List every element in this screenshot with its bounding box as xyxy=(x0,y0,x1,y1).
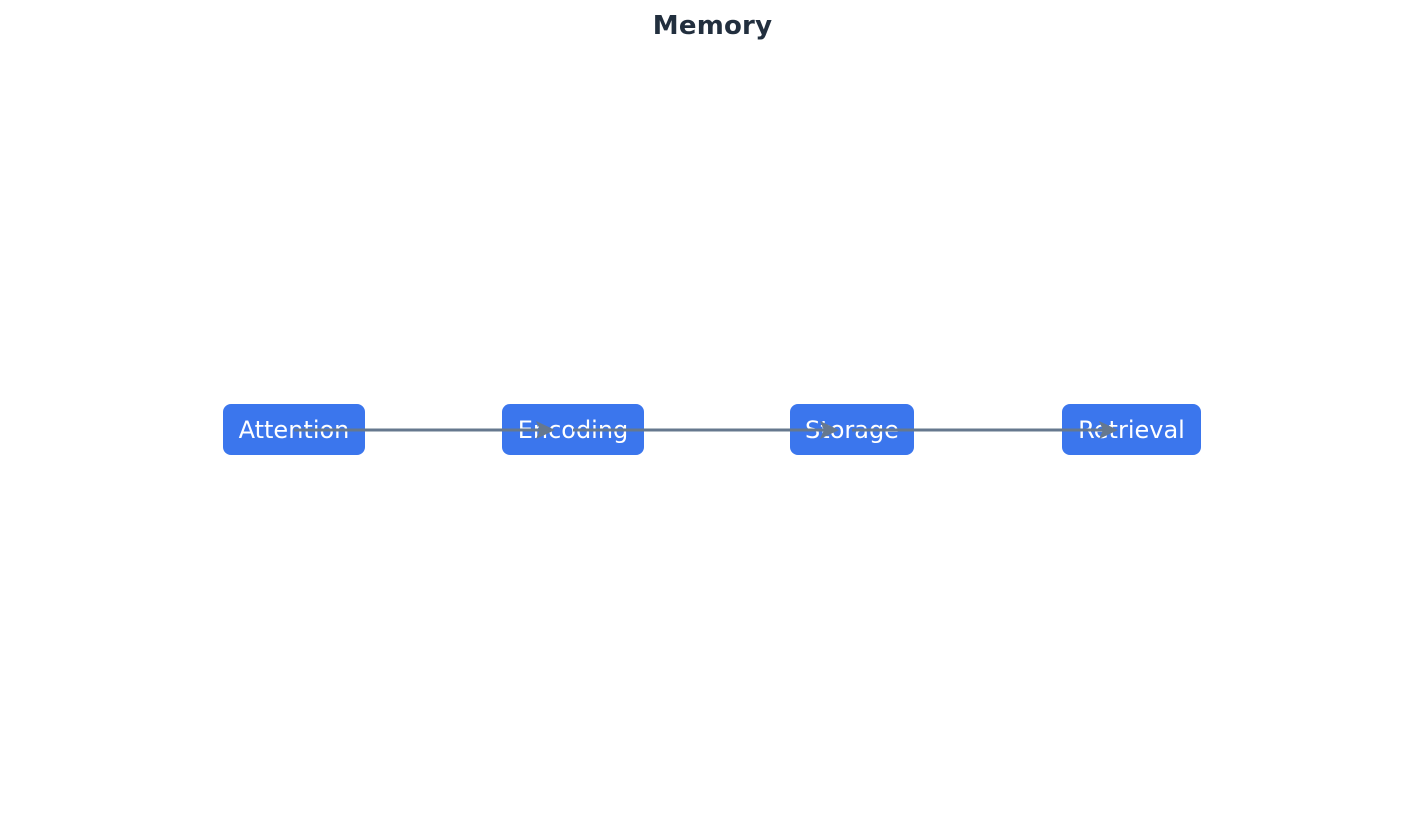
graph-node-retrieval[interactable]: Retrieval xyxy=(1062,404,1201,455)
graph-node-attention[interactable]: Attention xyxy=(223,404,365,455)
graph-node-label: Storage xyxy=(805,415,899,444)
page-title: Memory xyxy=(652,11,773,41)
graph-node-label: Encoding xyxy=(517,415,629,444)
graph-node-label: Attention xyxy=(238,415,350,444)
arrowheads-group xyxy=(294,421,1118,439)
graph-node-label: Retrieval xyxy=(1078,415,1185,444)
graph-node-encoding[interactable]: Encoding xyxy=(502,404,644,455)
graph-node-storage[interactable]: Storage xyxy=(790,404,914,455)
